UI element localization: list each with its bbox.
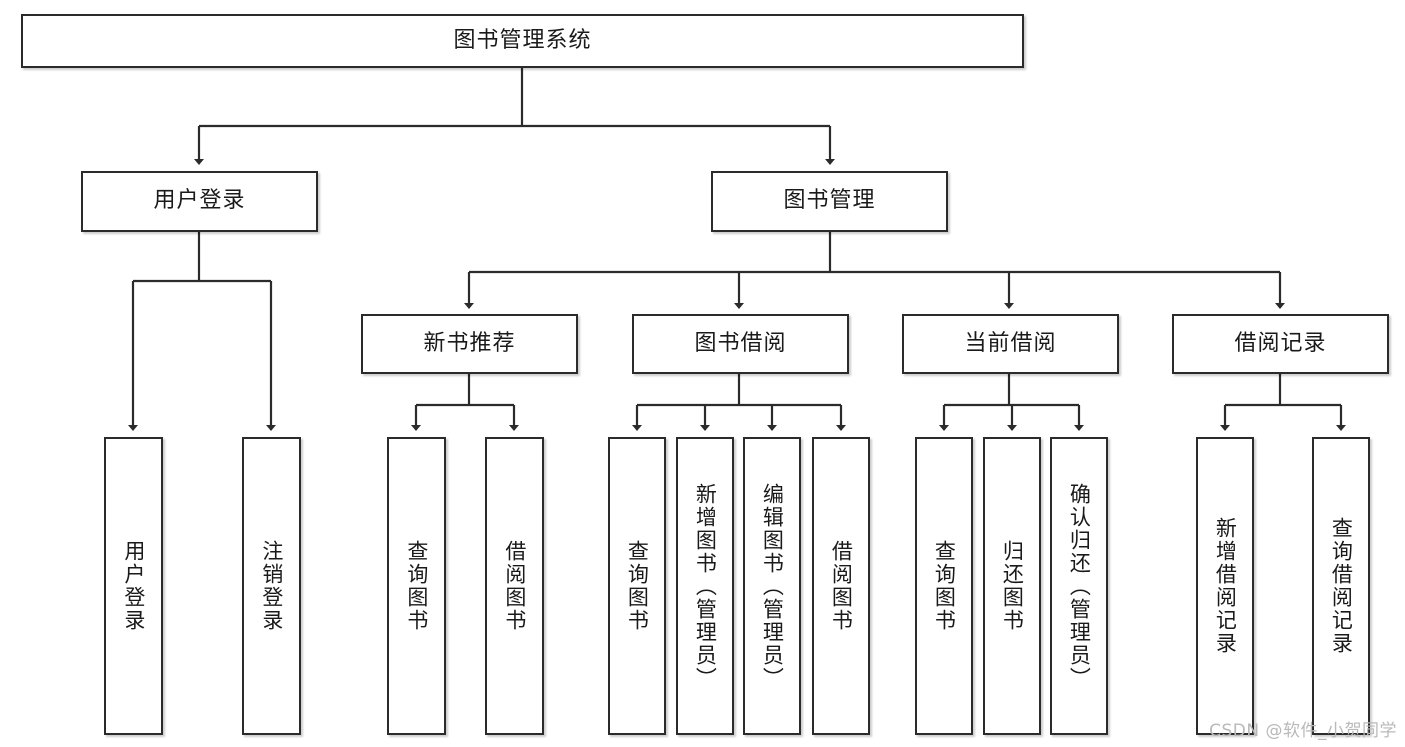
node-label: 借阅记录 bbox=[1234, 330, 1327, 356]
node-label: 图书管理 bbox=[783, 188, 876, 214]
node-label: 新增借阅记录 bbox=[1213, 517, 1238, 655]
node-leaf-borrow-query-book[interactable]: 查询图书 bbox=[608, 437, 666, 735]
node-user-login[interactable]: 用户登录 bbox=[81, 171, 318, 232]
node-leaf-recommend-borrow-book[interactable]: 借阅图书 bbox=[485, 437, 544, 735]
node-label: 新增图书（管理员） bbox=[693, 482, 718, 690]
node-leaf-current-return-book[interactable]: 归还图书 bbox=[983, 437, 1041, 735]
node-new-book-recommend[interactable]: 新书推荐 bbox=[361, 314, 578, 374]
node-leaf-borrow-borrow-book[interactable]: 借阅图书 bbox=[812, 437, 870, 735]
node-leaf-current-query-book[interactable]: 查询图书 bbox=[915, 437, 973, 735]
node-root-book-management-system[interactable]: 图书管理系统 bbox=[21, 14, 1024, 68]
node-label: 编辑图书（管理员） bbox=[760, 482, 785, 690]
node-leaf-user-login-logout[interactable]: 注销登录 bbox=[242, 437, 301, 735]
node-label: 用户登录 bbox=[121, 540, 146, 632]
node-borrow-record[interactable]: 借阅记录 bbox=[1172, 314, 1389, 374]
node-label: 新书推荐 bbox=[423, 330, 516, 356]
node-leaf-borrow-edit-book-admin[interactable]: 编辑图书（管理员） bbox=[743, 437, 801, 735]
node-label: 借阅图书 bbox=[502, 540, 527, 632]
node-label: 图书借阅 bbox=[694, 330, 787, 356]
node-current-borrow[interactable]: 当前借阅 bbox=[902, 314, 1119, 374]
node-book-borrow[interactable]: 图书借阅 bbox=[632, 314, 849, 374]
node-leaf-record-add-record[interactable]: 新增借阅记录 bbox=[1196, 437, 1254, 735]
node-label: 确认归还（管理员） bbox=[1067, 482, 1092, 690]
node-label: 查询图书 bbox=[404, 540, 429, 632]
node-label: 查询图书 bbox=[625, 540, 650, 632]
node-leaf-record-query-record[interactable]: 查询借阅记录 bbox=[1312, 437, 1370, 735]
node-leaf-recommend-query-book[interactable]: 查询图书 bbox=[387, 437, 446, 735]
node-leaf-borrow-add-book-admin[interactable]: 新增图书（管理员） bbox=[676, 437, 734, 735]
node-label: 用户登录 bbox=[153, 188, 246, 214]
node-book-management[interactable]: 图书管理 bbox=[711, 171, 948, 232]
node-label: 注销登录 bbox=[259, 540, 284, 632]
node-label: 图书管理系统 bbox=[453, 27, 592, 53]
node-label: 借阅图书 bbox=[829, 540, 854, 632]
node-leaf-current-confirm-return-admin[interactable]: 确认归还（管理员） bbox=[1050, 437, 1108, 735]
node-label: 当前借阅 bbox=[964, 330, 1057, 356]
node-leaf-user-login-login[interactable]: 用户登录 bbox=[104, 437, 163, 735]
node-label: 查询图书 bbox=[932, 540, 957, 632]
node-label: 查询借阅记录 bbox=[1329, 517, 1354, 655]
node-label: 归还图书 bbox=[1000, 540, 1025, 632]
